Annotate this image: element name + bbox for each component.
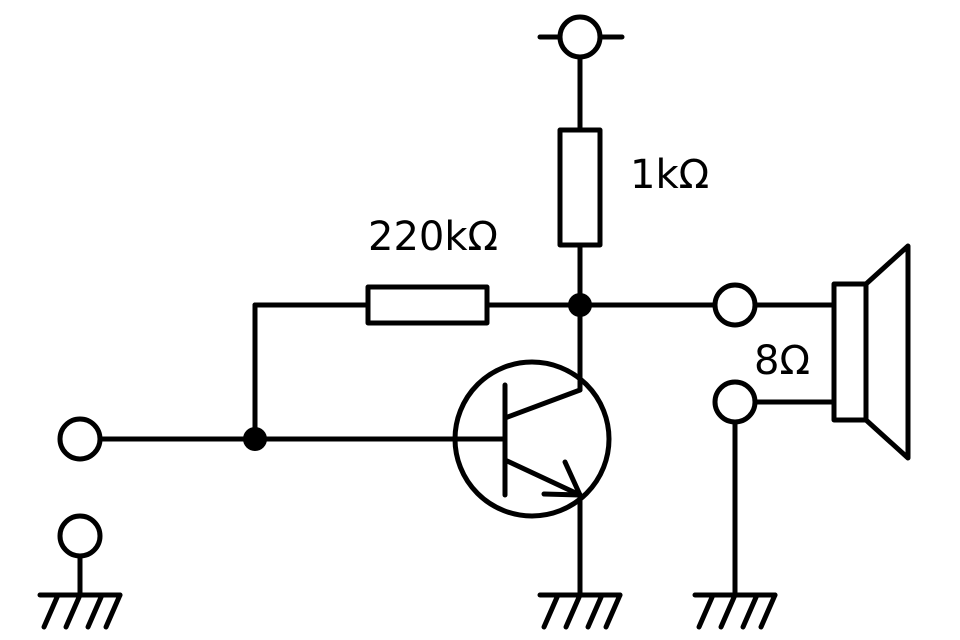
bias-resistor-label: 220kΩ (368, 214, 498, 260)
speaker-magnet (831, 281, 869, 423)
output-terminal-top (712, 282, 758, 328)
speaker-cone (863, 243, 911, 461)
input-terminal (57, 416, 103, 462)
collector-resistor (557, 127, 603, 248)
speaker-impedance-label: 8Ω (754, 338, 810, 384)
ground-symbol-input (37, 592, 123, 630)
input-ground-terminal (57, 513, 103, 559)
collector-junction-dot (568, 293, 592, 317)
ground-symbol-output (692, 592, 778, 630)
transistor-body (452, 359, 612, 519)
supply-terminal (557, 14, 603, 60)
output-terminal-bottom (712, 379, 758, 425)
input-junction-dot (243, 427, 267, 451)
collector-resistor-label: 1kΩ (630, 152, 709, 198)
bias-resistor (365, 284, 490, 326)
transistor-emitter-lead (502, 457, 583, 498)
transistor-collector-lead (502, 387, 583, 421)
ground-symbol-emitter (537, 592, 623, 630)
speaker (831, 243, 911, 461)
emitter-arrow-icon (541, 459, 583, 498)
npn-transistor (452, 359, 612, 519)
wires (77, 34, 837, 598)
